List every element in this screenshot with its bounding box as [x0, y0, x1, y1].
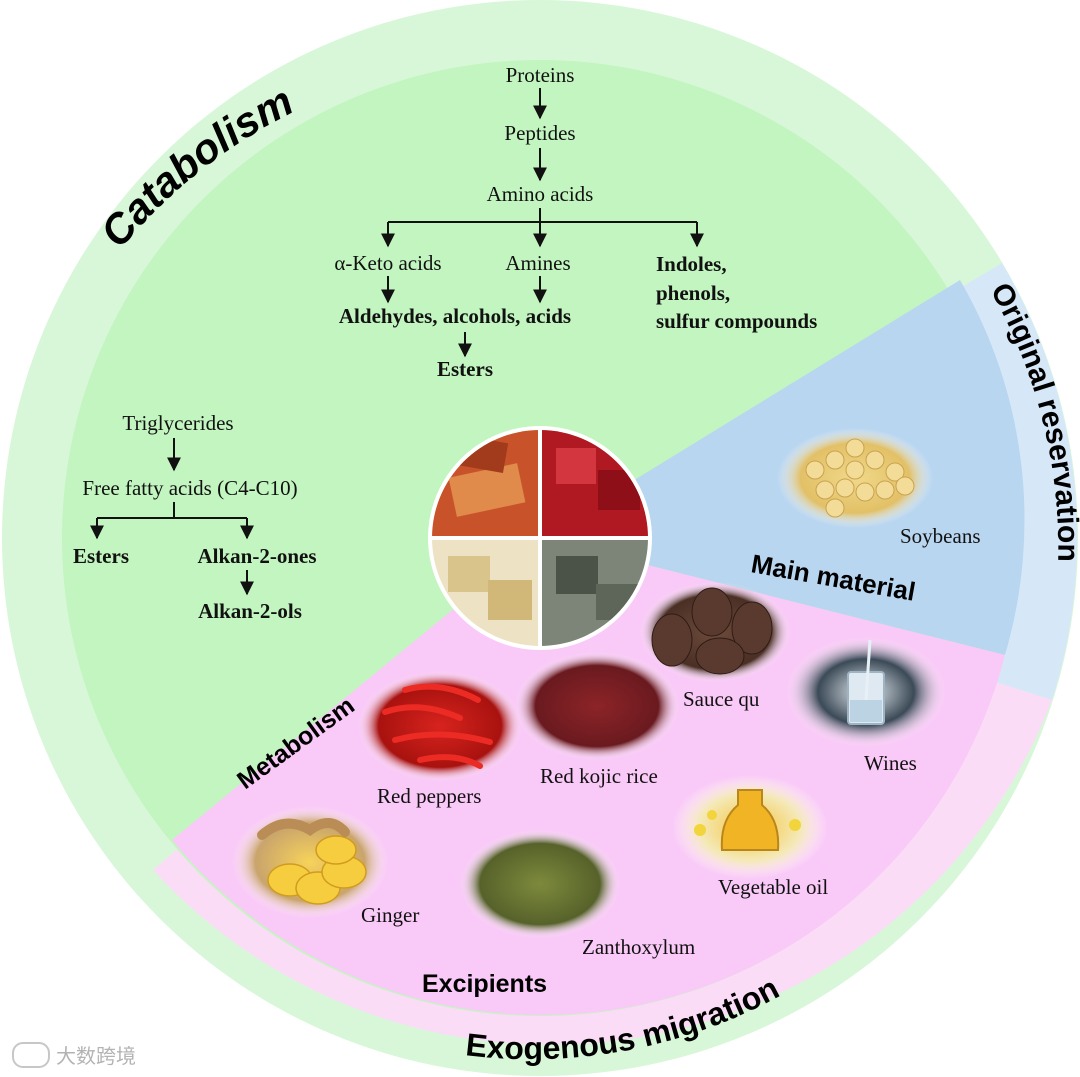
node-free-fatty-acids: Free fatty acids (C4-C10): [82, 476, 297, 500]
sauce-qu-label: Sauce qu: [683, 687, 760, 711]
protein-pathway: Proteins Peptides Amino acids α-Keto aci…: [334, 63, 817, 381]
ingredient-ginger: Ginger: [232, 806, 419, 927]
node-alkan-2-ols: Alkan-2-ols: [198, 599, 302, 623]
node-aldehydes-alcohols-acids: Aldehydes, alcohols, acids: [339, 304, 571, 328]
ingredient-red-kojic-rice: Red kojic rice: [515, 652, 679, 788]
node-triglycerides: Triglycerides: [122, 411, 233, 435]
node-proteins: Proteins: [506, 63, 575, 87]
watermark: 大数跨境: [12, 1040, 136, 1069]
zanthoxylum-photo: [460, 830, 620, 938]
node-alkan-2-ones: Alkan-2-ones: [197, 544, 316, 568]
node-amino-acids: Amino acids: [487, 182, 594, 206]
vegetable-oil-label: Vegetable oil: [718, 875, 828, 899]
ingredient-red-peppers: Red peppers: [358, 671, 522, 808]
red-kojic-rice-label: Red kojic rice: [540, 764, 658, 788]
lipid-pathway: Triglycerides Free fatty acids (C4-C10) …: [73, 411, 317, 623]
sector-label-excipients: Excipients: [422, 970, 547, 998]
watermark-text: 大数跨境: [56, 1044, 136, 1068]
ingredient-soybeans: Soybeans: [777, 428, 981, 548]
node-esters-protein: Esters: [437, 357, 493, 381]
ginger-label: Ginger: [361, 903, 419, 927]
node-keto-acids: α-Keto acids: [334, 251, 441, 275]
node-sulfur-compounds: sulfur compounds: [656, 309, 817, 333]
node-peptides: Peptides: [504, 121, 575, 145]
zanthoxylum-label: Zanthoxylum: [582, 935, 695, 959]
ingredient-zanthoxylum: Zanthoxylum: [460, 830, 695, 959]
ingredient-sauce-qu: Sauce qu: [640, 582, 790, 711]
red-peppers-photo: [358, 671, 522, 781]
wines-label: Wines: [864, 751, 917, 775]
red-peppers-label: Red peppers: [377, 784, 481, 808]
ingredient-vegetable-oil: Vegetable oil: [672, 775, 828, 899]
node-esters-lipid: Esters: [73, 544, 129, 568]
node-phenols: phenols,: [656, 281, 730, 305]
node-amines: Amines: [505, 251, 570, 275]
sector-excipients: [172, 538, 1005, 1016]
soybeans-label: Soybeans: [900, 524, 981, 548]
ingredient-wines: Wines: [786, 637, 946, 775]
red-kojic-rice-photo: [515, 652, 679, 760]
center-sufu-photos: [428, 426, 652, 650]
watermark-logo-icon: [12, 1041, 50, 1068]
node-indoles: Indoles,: [656, 252, 727, 276]
